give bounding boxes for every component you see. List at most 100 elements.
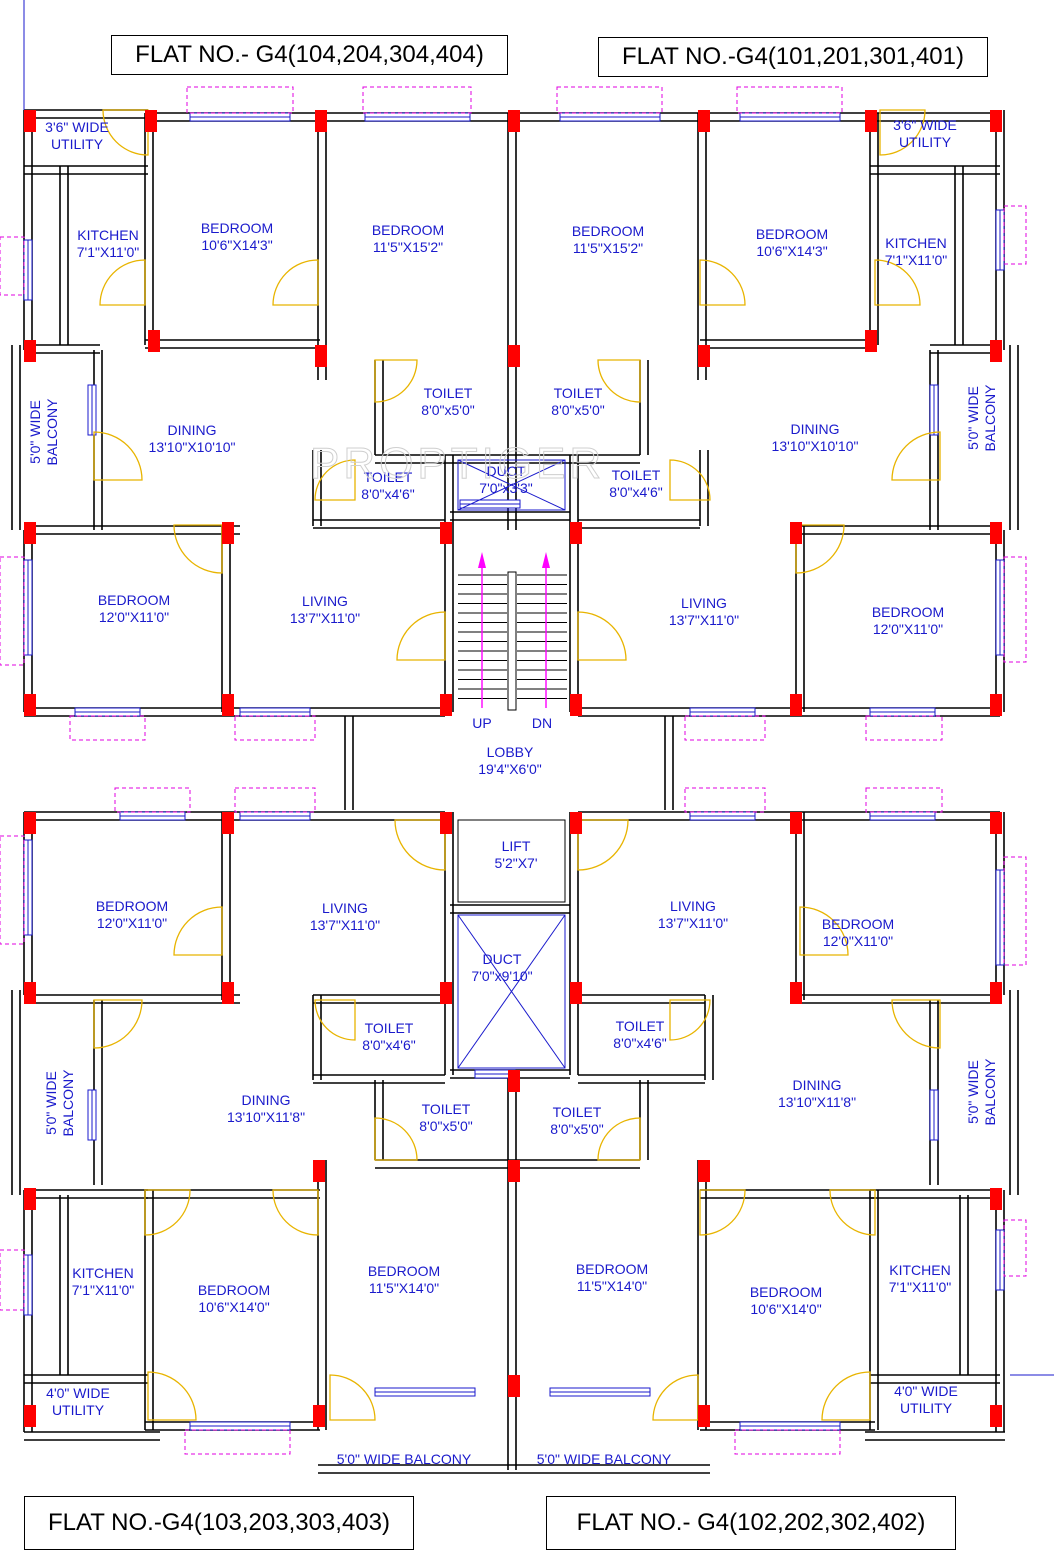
label-stair-dn: DN: [532, 715, 552, 731]
room-dimension: 8'0"x5'0": [551, 402, 604, 418]
room-name: TOILET: [365, 1020, 414, 1036]
door-swing: [597, 359, 641, 403]
window-projection: [186, 86, 294, 114]
door-swing: [652, 1374, 699, 1421]
room-name: LIVING: [322, 900, 368, 916]
columns: [24, 110, 1002, 1427]
column: [570, 982, 582, 1004]
column: [990, 694, 1002, 716]
column: [990, 522, 1002, 544]
column: [990, 812, 1002, 834]
room-dimension: 12'0"X11'0": [823, 933, 893, 949]
window-projection: [0, 835, 25, 945]
door-swing: [394, 819, 446, 871]
room-name: BEDROOM: [872, 604, 944, 620]
column: [24, 340, 36, 362]
window-projection: [184, 1429, 291, 1455]
door-swing: [147, 1371, 197, 1421]
door-swing: [374, 1117, 418, 1161]
door-swing: [102, 109, 149, 156]
room-dimension: 13'10"X11'8": [778, 1094, 856, 1110]
room-dimension: 11'5"X15'2": [573, 240, 643, 256]
door-swing: [374, 359, 418, 403]
room-name: KITCHEN: [885, 235, 946, 251]
column: [440, 694, 452, 716]
stair-well: [507, 571, 517, 711]
room-dimension: 8'0"x4'6": [362, 1037, 415, 1053]
label-bal-bottom-right: 5'0" WIDE BALCONY: [537, 1451, 672, 1467]
room-name: LIFT: [502, 838, 531, 854]
room-dimension: 19'4"X6'0": [478, 761, 542, 777]
window-projection: [1003, 856, 1027, 966]
column: [990, 1405, 1002, 1427]
door-swing: [173, 906, 223, 956]
column: [570, 812, 582, 834]
door-swing: [799, 906, 849, 956]
room-dimension: 13'7"X11'0": [669, 612, 739, 628]
room-dimension: 7'1"X11'0": [889, 1279, 952, 1295]
door-swing: [314, 999, 356, 1041]
room-label-br-balcony: 5'0" WIDEBALCONY: [965, 1058, 998, 1126]
column: [698, 110, 710, 132]
column: [508, 345, 520, 367]
column: [24, 812, 36, 834]
window-projection: [0, 236, 25, 296]
room-dimension: 7'1"X11'0": [72, 1282, 135, 1298]
room-name: TOILET: [422, 1101, 471, 1117]
window-projection: [556, 86, 663, 114]
room-name: KITCHEN: [72, 1265, 133, 1281]
column: [790, 982, 802, 1004]
room-dimension: 13'7"X11'0": [310, 917, 380, 933]
room-name: DINING: [793, 1077, 842, 1093]
flat-label-bottom-left: FLAT NO.-G4(103,203,303,403): [24, 1496, 414, 1550]
window-projection: [865, 787, 943, 813]
room-name: DINING: [168, 422, 217, 438]
room-dimension: 8'0"x5'0": [419, 1118, 472, 1134]
stair-arrow: [478, 552, 486, 568]
duct-mid-cross: [457, 914, 566, 1069]
room-name: BEDROOM: [96, 898, 168, 914]
column: [508, 1070, 520, 1092]
room-dimension: 10'6"X14'3": [756, 243, 827, 259]
flat-label-top-left: FLAT NO.- G4(104,204,304,404): [111, 35, 508, 75]
room-name: 4'0" WIDE: [894, 1383, 958, 1399]
room-dimension: UTILITY: [52, 1402, 105, 1418]
door-swing: [144, 1189, 191, 1236]
duct-mid-cross: [457, 914, 566, 1069]
room-name: 5'0" WIDE: [27, 400, 43, 464]
watermark: PROPTIGER: [310, 439, 605, 488]
room-dimension: 8'0"x4'6": [609, 484, 662, 500]
column: [24, 1188, 36, 1210]
column: [222, 812, 234, 834]
room-name: BEDROOM: [822, 916, 894, 932]
column: [508, 1375, 520, 1397]
door-swing: [891, 431, 941, 481]
column: [313, 1160, 325, 1182]
door-swing: [699, 1189, 746, 1236]
room-dimension: 10'6"X14'0": [750, 1301, 821, 1317]
room-name: TOILET: [553, 1104, 602, 1120]
column: [508, 110, 520, 132]
room-dimension: UTILITY: [51, 136, 104, 152]
window-projection: [0, 556, 25, 666]
walls: [11, 109, 1019, 1474]
column: [698, 1160, 710, 1182]
room-dimension: 12'0"X11'0": [99, 609, 169, 625]
column: [440, 982, 452, 1004]
room-name: TOILET: [616, 1018, 665, 1034]
